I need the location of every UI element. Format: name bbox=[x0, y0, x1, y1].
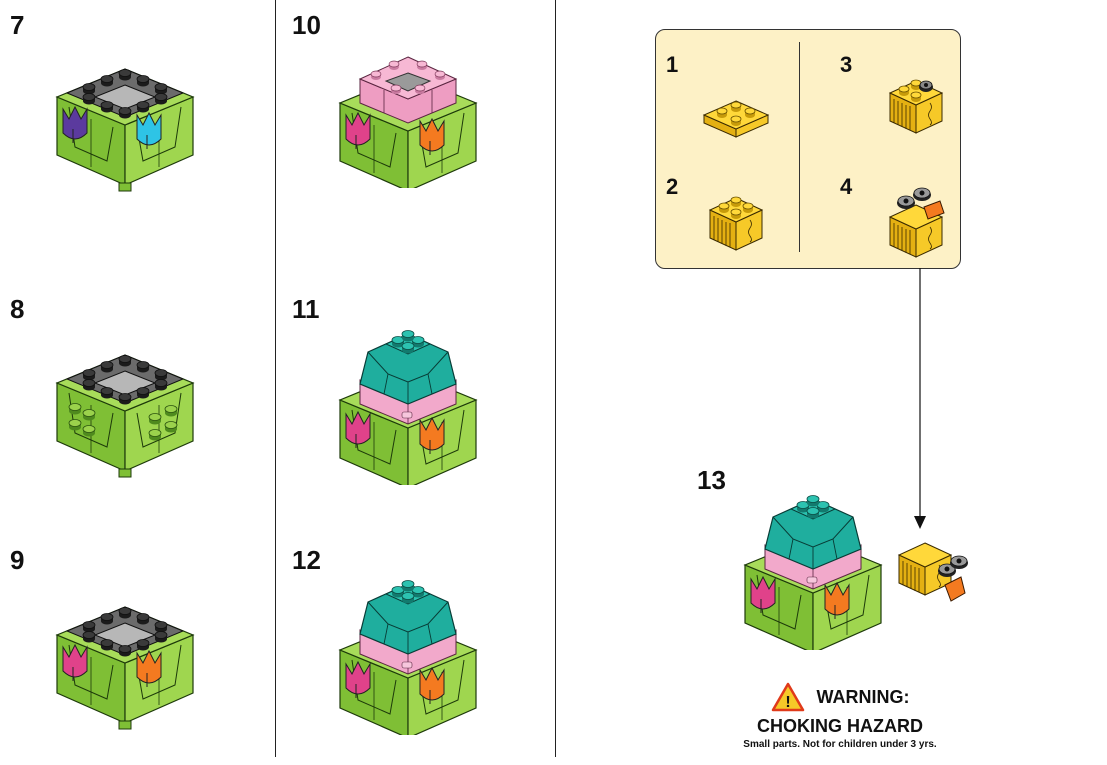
step-9-model bbox=[56, 606, 194, 730]
column-divider-left bbox=[275, 0, 276, 757]
eyes-and-beak bbox=[897, 187, 945, 220]
sub-assembly-divider bbox=[799, 42, 800, 252]
step-number-8: 8 bbox=[10, 294, 25, 324]
step-11-model bbox=[339, 325, 477, 485]
svg-text:!: ! bbox=[785, 694, 790, 711]
step-10-model bbox=[339, 48, 477, 188]
step-8-model bbox=[56, 354, 194, 478]
warning-triangle-icon: ! bbox=[771, 682, 804, 712]
eye-piece bbox=[919, 80, 933, 92]
step-12-model bbox=[339, 575, 477, 735]
sub-step-number-4: 4 bbox=[840, 174, 853, 199]
sub-step-1-model bbox=[702, 100, 770, 138]
sub-step-number-3: 3 bbox=[840, 52, 853, 77]
step-number-7: 7 bbox=[10, 10, 25, 40]
sub-step-3-model bbox=[889, 79, 943, 134]
warning-detail: Small parts. Not for children under 3 yr… bbox=[743, 739, 937, 750]
sub-assembly-panel: 1 2 3 4 bbox=[655, 29, 961, 269]
warning-subtitle: CHOKING HAZARD bbox=[757, 716, 923, 736]
step-number-13: 13 bbox=[697, 465, 726, 495]
choking-hazard-warning: ! WARNING: CHOKING HAZARD Small parts. N… bbox=[700, 680, 980, 750]
sub-step-2-model bbox=[709, 196, 763, 251]
sub-step-4-model bbox=[889, 187, 945, 258]
step-number-10: 10 bbox=[292, 10, 321, 40]
step-number-9: 9 bbox=[10, 545, 25, 575]
step-number-12: 12 bbox=[292, 545, 321, 575]
sub-assembly-arrow bbox=[914, 268, 926, 529]
step-13-model bbox=[744, 490, 882, 650]
sub-step-number-2: 2 bbox=[666, 174, 679, 199]
sub-step-number-1: 1 bbox=[666, 52, 679, 77]
step-7-model bbox=[56, 68, 194, 192]
column-divider-right bbox=[555, 0, 556, 757]
step-number-11: 11 bbox=[292, 294, 320, 324]
warning-title: WARNING: bbox=[816, 686, 910, 707]
step-13-bird-head bbox=[898, 542, 968, 602]
